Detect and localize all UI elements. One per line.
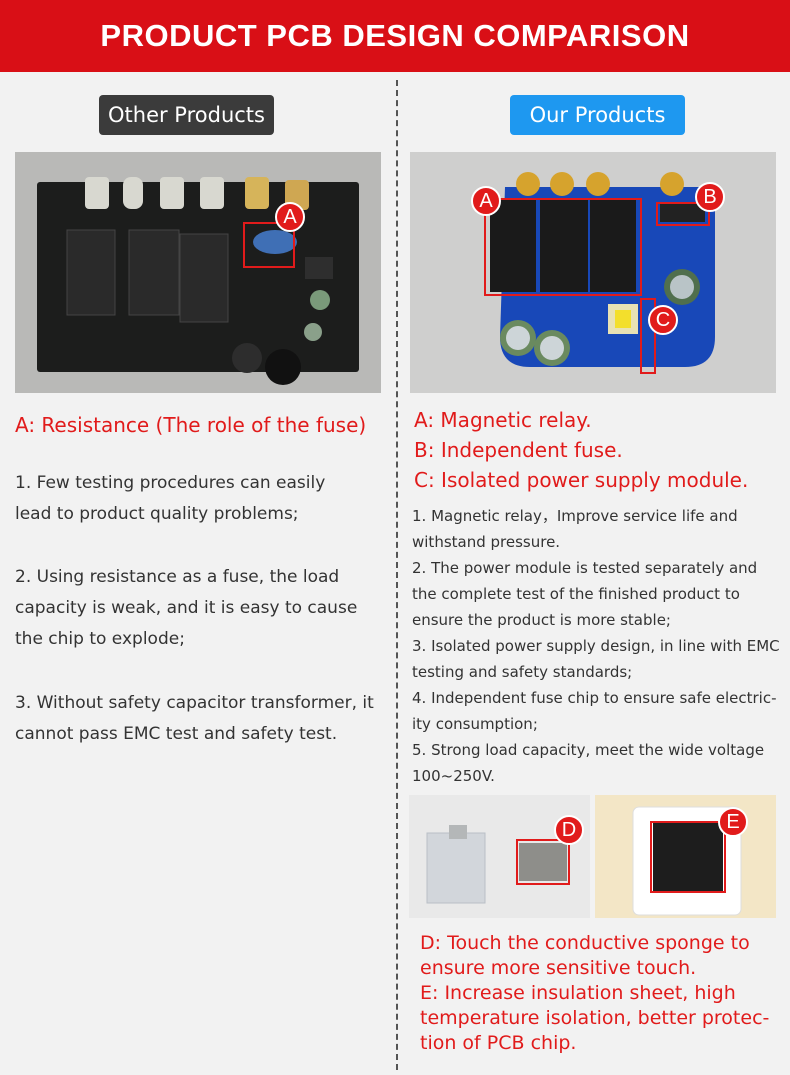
right-point-4: 4. Independent fuse chip to ensure safe …	[412, 689, 777, 733]
left-caption-a: A: Resistance (The role of the fuse)	[15, 413, 367, 437]
marker-d: D	[554, 815, 584, 845]
sponge-illustration	[409, 795, 590, 918]
left-point-3: 3. Without safety capacitor transformer,…	[15, 693, 374, 744]
right-point-5: 5. Strong load capacity, meet the wide v…	[412, 741, 765, 785]
right-point-3: 3. Isolated power supply design, in line…	[412, 637, 780, 681]
bottom-note-d: D: Touch the conductive sponge to ensure…	[420, 932, 750, 979]
right-point-2: 2. The power module is tested separately…	[412, 559, 758, 629]
marker-c: C	[648, 305, 678, 335]
highlight-box-b	[656, 202, 710, 226]
marker-b: B	[695, 182, 725, 212]
highlight-box-c	[640, 298, 656, 374]
right-point-1: 1. Magnetic relay，Improve service life a…	[412, 507, 738, 551]
page-title: PRODUCT PCB DESIGN COMPARISON	[0, 0, 790, 72]
left-point-1: 1. Few testing procedures can easily lea…	[15, 473, 326, 524]
marker-e: E	[718, 807, 748, 837]
right-caption-a: A: Magnetic relay.	[414, 408, 592, 432]
highlight-box-a-left	[243, 222, 295, 268]
switch-illustration	[595, 795, 776, 918]
other-products-badge: Other Products	[99, 95, 274, 135]
our-products-badge: Our Products	[510, 95, 685, 135]
switch-photo: E	[595, 795, 776, 918]
our-pcb-photo: A B C	[410, 152, 776, 393]
right-caption-c: C: Isolated power supply module.	[414, 468, 749, 492]
highlight-box-a-right	[484, 198, 642, 296]
sponge-photo: D	[409, 795, 590, 918]
marker-a-right: A	[471, 186, 501, 216]
marker-a-left: A	[275, 202, 305, 232]
left-point-2: 2. Using resistance as a fuse, the load …	[15, 567, 358, 649]
bottom-note-e: E: Increase insulation sheet, high tempe…	[420, 982, 770, 1054]
other-pcb-photo: A	[15, 152, 381, 393]
right-caption-b: B: Independent fuse.	[414, 438, 623, 462]
highlight-box-d	[516, 839, 570, 885]
highlight-box-e	[650, 821, 726, 893]
other-pcb-illustration	[15, 152, 381, 393]
column-divider	[396, 80, 398, 1070]
